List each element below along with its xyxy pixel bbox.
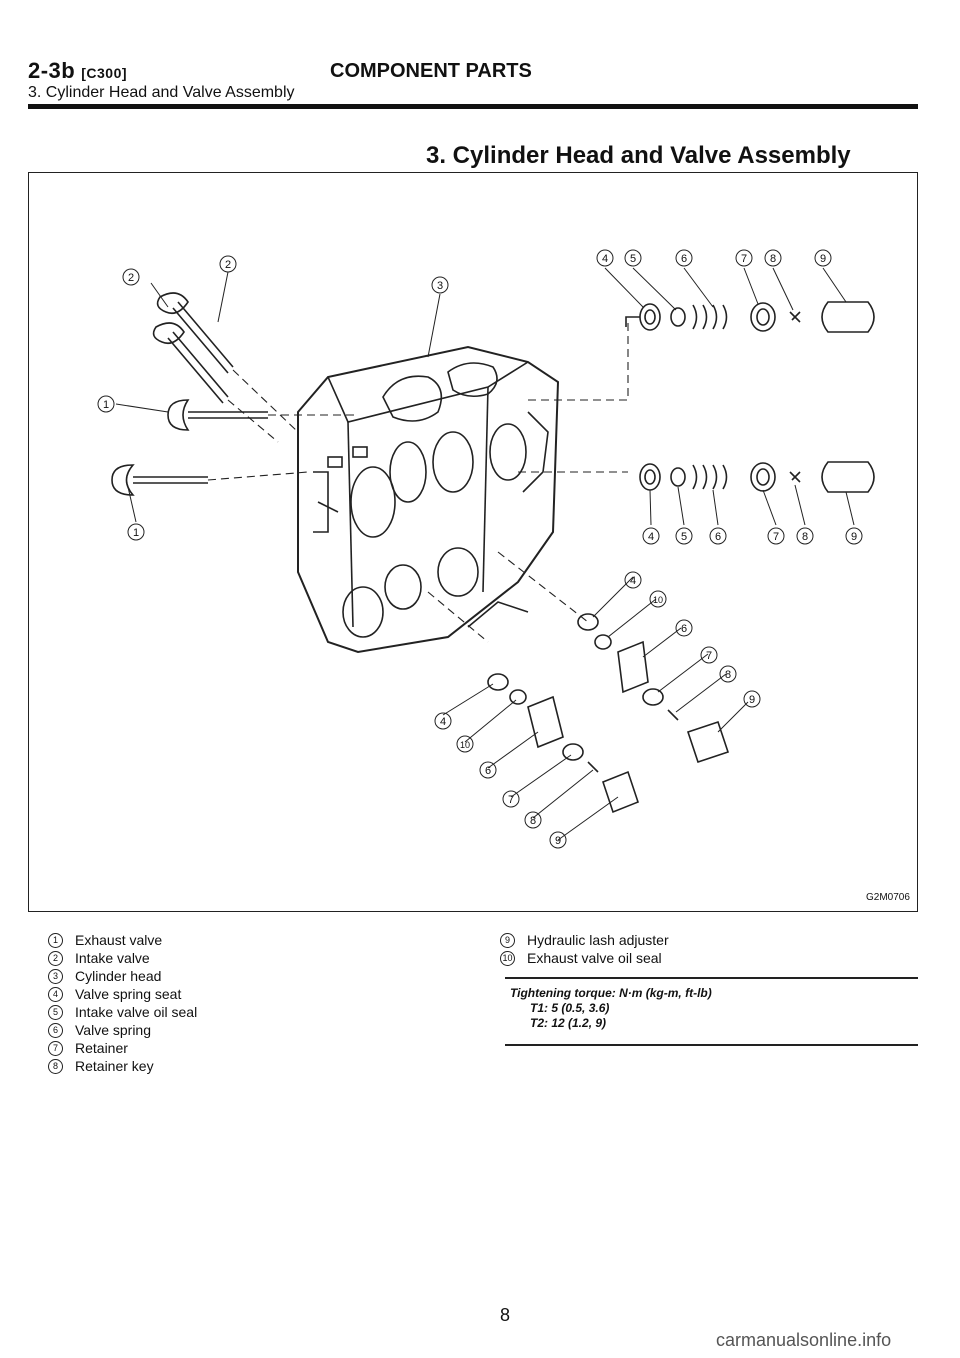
torque-top-rule bbox=[505, 977, 918, 979]
figure-frame bbox=[28, 172, 918, 912]
valve-train-diagonal-right bbox=[577, 613, 730, 764]
legend-number: 9 bbox=[500, 932, 515, 948]
header-rule bbox=[28, 104, 918, 109]
svg-text:8: 8 bbox=[770, 253, 776, 265]
header-subtitle: 3. Cylinder Head and Valve Assembly bbox=[28, 84, 295, 101]
legend-label: Exhaust valve bbox=[75, 932, 163, 948]
legend-item: 1 Exhaust valve bbox=[48, 931, 197, 949]
figure-code: G2M0706 bbox=[866, 892, 910, 903]
legend-number: 4 bbox=[48, 986, 63, 1002]
svg-text:6: 6 bbox=[485, 765, 491, 777]
legend-label: Retainer key bbox=[75, 1058, 154, 1074]
svg-text:8: 8 bbox=[530, 815, 536, 827]
legend-number: 10 bbox=[500, 950, 515, 966]
legend-item: 7 Retainer bbox=[48, 1039, 197, 1057]
callout-2: 2 bbox=[128, 272, 134, 284]
header-title: COMPONENT PARTS bbox=[330, 60, 532, 82]
torque-t2: T2: 12 (1.2, 9) bbox=[530, 1016, 607, 1030]
svg-text:7: 7 bbox=[706, 650, 712, 662]
svg-text:4: 4 bbox=[602, 253, 608, 265]
svg-text:7: 7 bbox=[773, 531, 779, 543]
legend-right: 9 Hydraulic lash adjuster 10 Exhaust valve… bbox=[500, 931, 669, 967]
svg-text:4: 4 bbox=[440, 716, 446, 728]
page-number: 8 bbox=[500, 1305, 511, 1325]
legend-label: Retainer bbox=[75, 1040, 128, 1056]
legend-item: 6 Valve spring bbox=[48, 1021, 197, 1039]
torque-heading: Tightening torque: N·m (kg-m, ft-lb) bbox=[510, 986, 712, 1000]
legend-item: 2 Intake valve bbox=[48, 949, 197, 967]
cylinder-head-drawing bbox=[297, 345, 560, 654]
page-title: 3. Cylinder Head and Valve Assembly bbox=[426, 142, 851, 169]
legend-number: 6 bbox=[48, 1022, 63, 1038]
svg-text:10: 10 bbox=[460, 740, 470, 750]
torque-t1: T1: 5 (0.5, 3.6) bbox=[530, 1001, 610, 1015]
legend-label: Exhaust valve oil seal bbox=[527, 950, 662, 966]
legend-item: 3 Cylinder head bbox=[48, 967, 197, 985]
svg-text:5: 5 bbox=[630, 253, 636, 265]
legend-item: 8 Retainer key bbox=[48, 1057, 197, 1075]
svg-text:9: 9 bbox=[555, 835, 561, 847]
svg-text:5: 5 bbox=[681, 531, 687, 543]
callout-2: 2 bbox=[225, 259, 231, 271]
svg-text:10: 10 bbox=[653, 595, 663, 605]
valve-train-upper bbox=[625, 301, 875, 333]
legend-number: 8 bbox=[48, 1058, 63, 1074]
exhaust-valve-drawing bbox=[111, 399, 268, 496]
svg-text:4: 4 bbox=[648, 531, 654, 543]
legend-item: 10 Exhaust valve oil seal bbox=[500, 949, 669, 967]
valve-train-diagonal-lower bbox=[487, 673, 639, 814]
legend-label: Valve spring bbox=[75, 1022, 152, 1038]
legend-item: 9 Hydraulic lash adjuster bbox=[500, 931, 669, 949]
svg-text:4: 4 bbox=[630, 575, 636, 587]
callout-1: 1 bbox=[133, 527, 139, 539]
legend-label: Intake valve bbox=[75, 950, 150, 966]
svg-text:8: 8 bbox=[802, 531, 808, 543]
svg-text:9: 9 bbox=[820, 253, 826, 265]
torque-bottom-rule bbox=[505, 1044, 918, 1046]
legend-label: Valve spring seat bbox=[75, 986, 182, 1002]
legend-item: 5 Intake valve oil seal bbox=[48, 1003, 197, 1021]
torque-spec: Tightening torque: N·m (kg-m, ft-lb) T1:… bbox=[510, 986, 712, 1031]
callout-3: 3 bbox=[437, 280, 443, 292]
legend-label: Hydraulic lash adjuster bbox=[527, 932, 669, 948]
section-ref: [C300] bbox=[81, 65, 128, 81]
legend-number: 2 bbox=[48, 950, 63, 966]
legend-label: Cylinder head bbox=[75, 968, 162, 984]
svg-text:7: 7 bbox=[741, 253, 747, 265]
exploded-view-diagram: 2 2 3 1 1 4 5 6 7 8 9 4 5 6 7 8 9 4 10 6 7 8 9 4 10 6 7 8… bbox=[97, 249, 875, 849]
svg-text:6: 6 bbox=[681, 253, 687, 265]
legend-number: 7 bbox=[48, 1040, 63, 1056]
section-number: 2-3b bbox=[28, 58, 76, 83]
legend-item: 4 Valve spring seat bbox=[48, 985, 197, 1003]
svg-text:9: 9 bbox=[749, 694, 755, 706]
valve-train-lower bbox=[639, 461, 875, 493]
callout-1: 1 bbox=[103, 399, 109, 411]
svg-text:7: 7 bbox=[508, 794, 514, 806]
svg-text:9: 9 bbox=[851, 531, 857, 543]
section-code: 2-3b [C300] bbox=[28, 58, 127, 84]
legend-label: Intake valve oil seal bbox=[75, 1004, 198, 1020]
intake-valve-drawing bbox=[152, 292, 234, 404]
legend-number: 3 bbox=[48, 968, 63, 984]
legend-number: 5 bbox=[48, 1004, 63, 1020]
svg-text:8: 8 bbox=[725, 669, 731, 681]
watermark: carmanualsonline.info bbox=[716, 1330, 892, 1350]
legend-number: 1 bbox=[48, 932, 63, 948]
legend-left: 1 Exhaust valve 2 Intake valve 3 Cylinder h… bbox=[48, 931, 197, 1075]
svg-text:6: 6 bbox=[715, 531, 721, 543]
svg-text:6: 6 bbox=[681, 623, 687, 635]
